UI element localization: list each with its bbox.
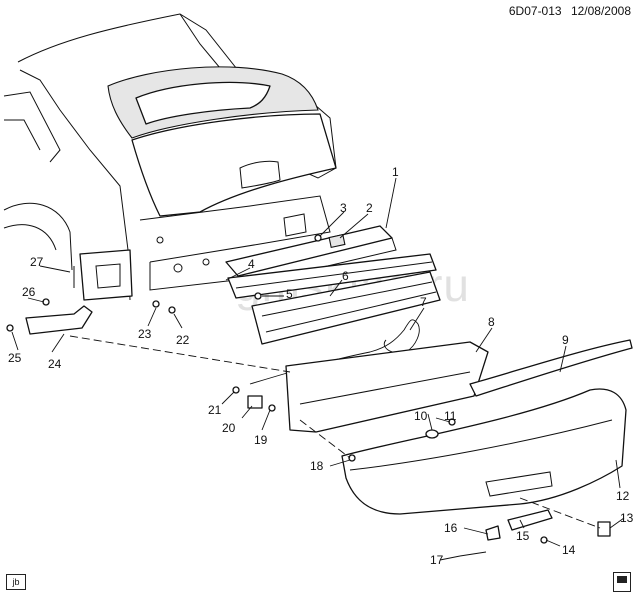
part-22-fastener [168, 306, 176, 314]
callout-9: 9 [562, 333, 569, 347]
callout-labels: 1 2 3 4 5 6 7 8 9 10 11 12 13 14 15 16 1… [8, 165, 634, 567]
diagram-date: 12/08/2008 [570, 4, 631, 18]
part-20-bracket [247, 395, 263, 409]
author-code-box: jb [6, 574, 26, 590]
callout-8: 8 [488, 315, 495, 329]
part-15-lower-panel [507, 509, 553, 531]
part-18-clip [348, 454, 356, 462]
part-5-fastener [254, 292, 262, 300]
vehicle-body-rear [3, 13, 337, 301]
callout-10: 10 [414, 409, 428, 423]
part-13-tow-cover [597, 521, 611, 537]
callout-7: 7 [420, 295, 427, 309]
part-19-fastener [268, 404, 276, 412]
callout-11: 11 [444, 409, 457, 423]
leader-lines [11, 177, 625, 561]
part-23-fastener [152, 300, 160, 308]
callout-23: 23 [138, 327, 152, 341]
callout-20: 20 [222, 421, 236, 435]
callout-4: 4 [248, 257, 255, 271]
part-12-bumper-fascia [341, 388, 627, 515]
part-16-clip [485, 525, 501, 541]
part-25-fastener [6, 324, 14, 332]
part-9-trim-strip [469, 339, 633, 397]
callout-6: 6 [342, 269, 349, 283]
part-2-pad [328, 234, 346, 248]
callout-19: 19 [254, 433, 268, 447]
part-4-reinforcement [227, 253, 437, 299]
part-24-side-bracket [25, 305, 93, 335]
diagram-id: 6D07-013 [508, 4, 562, 18]
callout-15: 15 [516, 529, 530, 543]
callout-12: 12 [616, 489, 630, 503]
callout-21: 21 [208, 403, 222, 417]
callout-1: 1 [392, 165, 399, 179]
part-17-screw [459, 551, 487, 557]
callout-17: 17 [430, 553, 444, 567]
callout-3: 3 [340, 201, 347, 215]
callout-24: 24 [48, 357, 62, 371]
callout-16: 16 [444, 521, 458, 535]
part-8-fascia-support [285, 341, 489, 433]
part-21-fastener [232, 386, 240, 394]
callout-13: 13 [620, 511, 634, 525]
callout-26: 26 [22, 285, 36, 299]
callout-2: 2 [366, 201, 373, 215]
callout-22: 22 [176, 333, 190, 347]
diagram-header: 6D07-013 12/08/2008 [503, 4, 631, 18]
callout-25: 25 [8, 351, 22, 365]
service-manual-icon [613, 572, 631, 592]
callout-5: 5 [286, 287, 293, 301]
callout-14: 14 [562, 543, 576, 557]
callout-27: 27 [30, 255, 44, 269]
part-10-grommet [425, 429, 439, 439]
callout-18: 18 [310, 459, 324, 473]
part-3-fastener [314, 234, 322, 242]
